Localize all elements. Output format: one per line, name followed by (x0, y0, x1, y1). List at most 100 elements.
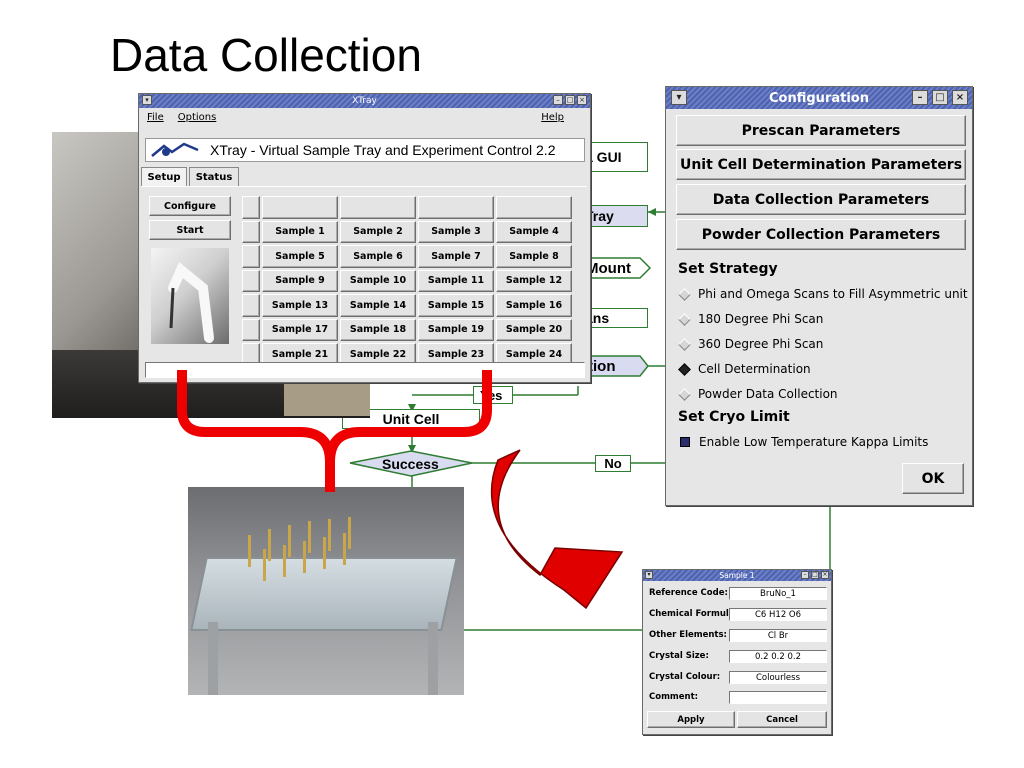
row-header-button[interactable] (242, 294, 260, 317)
slide-title: Data Collection (110, 29, 422, 81)
sample-button[interactable]: Sample 4 (496, 220, 572, 243)
sample-title: Sample 1 (719, 571, 755, 580)
sample-pin (288, 525, 291, 557)
sample-button[interactable]: Sample 9 (262, 269, 338, 292)
sample-button[interactable]: Sample 18 (340, 318, 416, 341)
sample-button[interactable]: Sample 1 (262, 220, 338, 243)
ok-button[interactable]: OK (902, 463, 964, 494)
close-icon[interactable]: × (577, 95, 587, 105)
apply-button[interactable]: Apply (647, 711, 735, 728)
minimize-icon[interactable]: – (801, 571, 809, 579)
column-header-button[interactable] (496, 196, 572, 219)
robot-arm-icon (168, 261, 214, 343)
radio-icon[interactable] (678, 312, 691, 326)
sample-button[interactable]: Sample 2 (340, 220, 416, 243)
strategy-label: 360 Degree Phi Scan (698, 337, 824, 351)
sample-button[interactable]: Sample 20 (496, 318, 572, 341)
sample-button[interactable]: Sample 5 (262, 245, 338, 268)
row-header-button[interactable] (242, 245, 260, 268)
tab-setup[interactable]: Setup (141, 167, 187, 186)
column-header-button[interactable] (340, 196, 416, 219)
window-menu-icon[interactable]: ▾ (671, 90, 687, 105)
sample-button[interactable]: Sample 13 (262, 294, 338, 317)
minimize-icon[interactable]: – (553, 95, 563, 105)
configuration-window[interactable]: ▾ Configuration – □ × Prescan Parameters… (665, 86, 973, 506)
data-collection-parameters-button[interactable]: Data Collection Parameters (676, 184, 966, 215)
strategy-option[interactable]: Powder Data Collection (678, 387, 838, 401)
strategy-label: Cell Determination (698, 362, 811, 376)
sample-titlebar[interactable]: ▾ Sample 1 – □ × (643, 570, 831, 581)
flow-strategy-label: tion (588, 358, 616, 375)
sample-button[interactable]: Sample 3 (418, 220, 494, 243)
start-button[interactable]: Start (149, 220, 231, 240)
strategy-option[interactable]: Phi and Omega Scans to Fill Asymmetric u… (678, 287, 968, 301)
radio-icon[interactable] (678, 337, 691, 351)
row-header-button[interactable] (242, 269, 260, 292)
powder-collection-parameters-button[interactable]: Powder Collection Parameters (676, 219, 966, 250)
row-header-button[interactable] (242, 220, 260, 243)
sample-button[interactable]: Sample 17 (262, 318, 338, 341)
maximize-icon[interactable]: □ (811, 571, 819, 579)
cryo-limit-option[interactable]: Enable Low Temperature Kappa Limits (680, 435, 928, 449)
strategy-option[interactable]: 180 Degree Phi Scan (678, 312, 824, 326)
sample-pin (268, 529, 271, 561)
comment-field[interactable] (729, 691, 827, 704)
tab-divider (141, 186, 587, 187)
menu-help[interactable]: Help (541, 111, 564, 123)
cryo-limit-checkbox[interactable] (680, 437, 690, 447)
sample-button[interactable]: Sample 19 (418, 318, 494, 341)
reference-code-field[interactable]: BruNo_1 (729, 587, 827, 600)
menu-file[interactable]: File (147, 111, 164, 123)
sample-button[interactable]: Sample 8 (496, 245, 572, 268)
sample-window[interactable]: ▾ Sample 1 – □ × Reference Code: BruNo_1… (642, 569, 832, 735)
other-elements-field[interactable]: Cl Br (729, 629, 827, 642)
strategy-label: Phi and Omega Scans to Fill Asymmetric u… (698, 287, 968, 301)
grid-corner-button[interactable] (242, 196, 260, 219)
xtray-window[interactable]: ▾ XTray – □ × File Options Help XTray - … (138, 93, 591, 383)
strategy-label: Powder Data Collection (698, 387, 838, 401)
close-icon[interactable]: × (952, 90, 968, 105)
sample-pin (303, 541, 306, 573)
xtray-status-bar (145, 362, 585, 378)
tab-status[interactable]: Status (189, 167, 239, 186)
crystal-colour-field[interactable]: Colourless (729, 671, 827, 684)
row-header-button[interactable] (242, 318, 260, 341)
menu-options[interactable]: Options (177, 111, 217, 123)
radio-icon[interactable] (678, 287, 691, 301)
sample-button[interactable]: Sample 11 (418, 269, 494, 292)
configuration-titlebar[interactable]: ▾ Configuration – □ × (666, 87, 972, 109)
sample-button[interactable]: Sample 6 (340, 245, 416, 268)
column-header-button[interactable] (262, 196, 338, 219)
strategy-option[interactable]: Cell Determination (678, 362, 811, 376)
maximize-icon[interactable]: □ (565, 95, 575, 105)
close-icon[interactable]: × (821, 571, 829, 579)
sample-button[interactable]: Sample 15 (418, 294, 494, 317)
cancel-button[interactable]: Cancel (737, 711, 827, 728)
xtray-titlebar[interactable]: ▾ XTray – □ × (139, 94, 590, 108)
window-menu-icon[interactable]: ▾ (645, 571, 653, 579)
maximize-icon[interactable]: □ (932, 90, 948, 105)
prescan-parameters-button[interactable]: Prescan Parameters (676, 115, 966, 146)
configure-button[interactable]: Configure (149, 196, 231, 216)
window-menu-icon[interactable]: ▾ (142, 95, 152, 105)
radio-icon[interactable] (678, 387, 691, 401)
flow-mount-label: Mount (586, 260, 631, 277)
crystal-colour-label: Crystal Colour: (649, 672, 721, 682)
strategy-option[interactable]: 360 Degree Phi Scan (678, 337, 824, 351)
sample-button[interactable]: Sample 14 (340, 294, 416, 317)
sample-button[interactable]: Sample 10 (340, 269, 416, 292)
unit-cell-parameters-button[interactable]: Unit Cell Determination Parameters (676, 149, 966, 180)
minimize-icon[interactable]: – (912, 90, 928, 105)
sample-button[interactable]: Sample 7 (418, 245, 494, 268)
sample-button[interactable]: Sample 12 (496, 269, 572, 292)
sample-pin (263, 549, 266, 581)
column-header-button[interactable] (418, 196, 494, 219)
chemical-formula-field[interactable]: C6 H12 O6 (729, 608, 827, 621)
tray-leg (428, 622, 438, 695)
red-bracket (177, 370, 492, 492)
flow-tray-box: Tray (578, 205, 648, 227)
strategy-label: 180 Degree Phi Scan (698, 312, 824, 326)
sample-button[interactable]: Sample 16 (496, 294, 572, 317)
radio-selected-icon[interactable] (678, 362, 691, 376)
crystal-size-field[interactable]: 0.2 0.2 0.2 (729, 650, 827, 663)
